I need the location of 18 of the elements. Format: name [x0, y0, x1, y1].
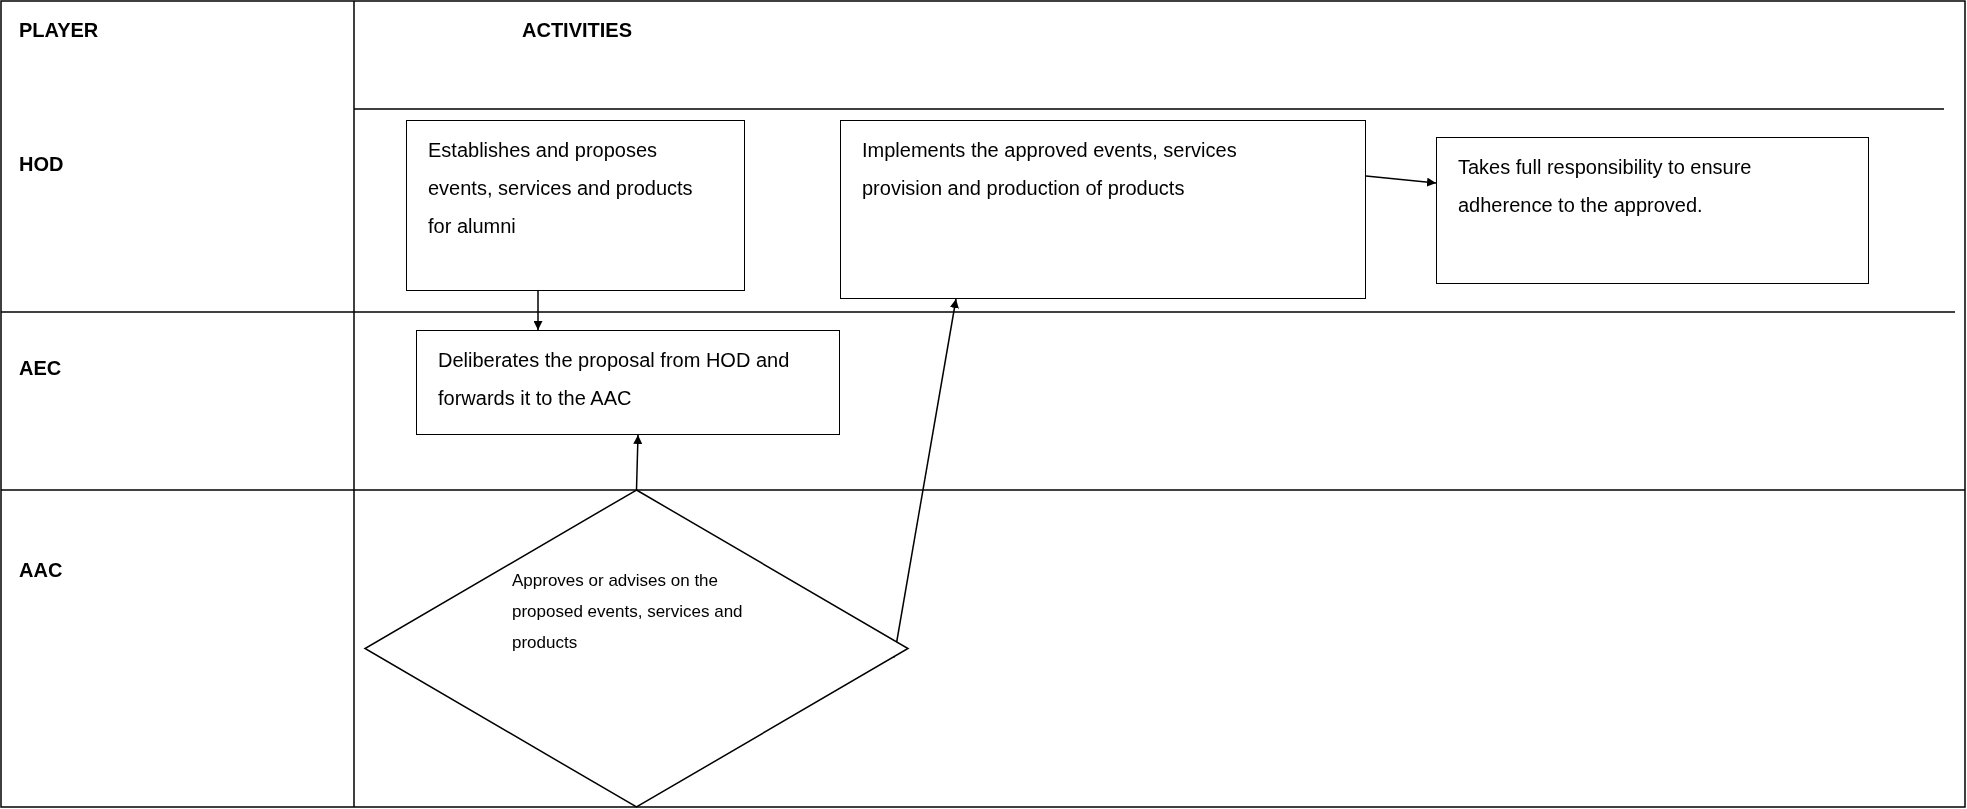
process-text: Takes full responsibility to ensure adherence to the approved.	[1458, 155, 1753, 218]
process-box	[840, 120, 1366, 299]
row-header: HOD	[19, 153, 64, 176]
process-box	[416, 330, 840, 435]
row-header: AAC	[19, 559, 63, 582]
process-text: Implements the approved events, services provision and production of products	[862, 138, 1238, 201]
process-box	[1436, 137, 1869, 284]
column-header: PLAYER	[19, 19, 99, 42]
arrow	[1365, 175, 1437, 187]
arrow	[533, 290, 543, 331]
process-text: Deliberates the proposal from HOD and forwards it to the AAC	[438, 348, 791, 411]
row-header: AEC	[19, 357, 62, 380]
process-box	[406, 120, 745, 291]
arrow	[633, 434, 643, 491]
decision-diamond	[365, 490, 908, 807]
process-text: Establishes and proposes events, services and products for alumni	[428, 138, 694, 239]
decision-text: Approves or advises on the proposed events, services and products	[512, 570, 744, 654]
column-header: ACTIVITIES	[522, 19, 632, 42]
